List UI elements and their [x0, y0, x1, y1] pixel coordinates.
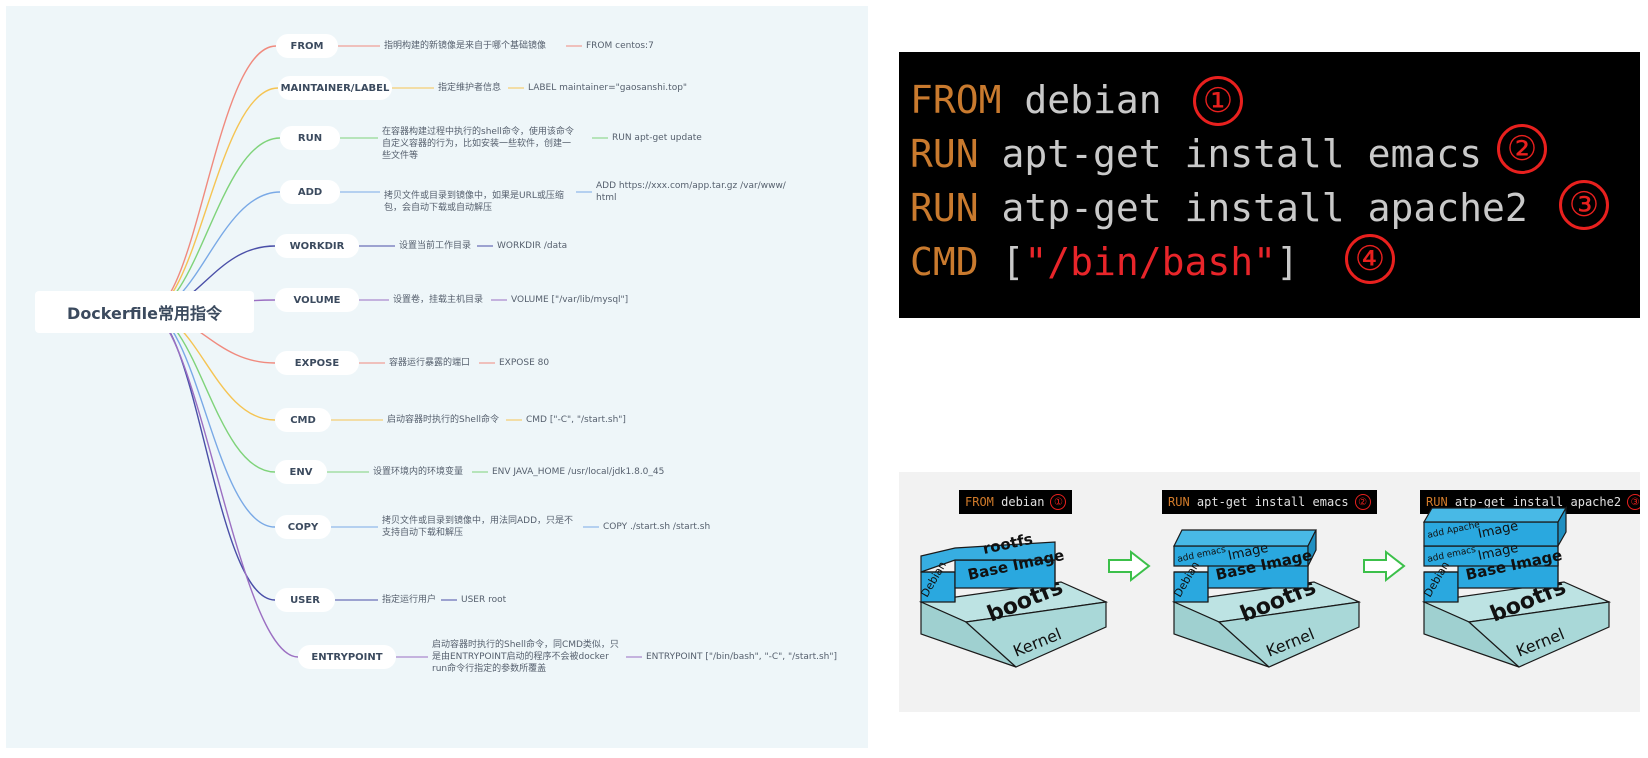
step-badge-3: ③	[1559, 180, 1609, 230]
branch-line	[147, 311, 276, 473]
mindmap-example: ADD https://xxx.com/app.tar.gz /var/www/…	[596, 181, 786, 203]
mindmap-example: COPY ./start.sh /start.sh	[603, 522, 711, 532]
mindmap-description: 设置环境内的环境变量	[373, 467, 464, 477]
mindmap-example: FROM centos:7	[586, 41, 654, 51]
mindmap-description: 指定运行用户	[382, 595, 437, 605]
code-string: "/bin/bash"	[1024, 240, 1277, 284]
step-badge-icon: ①	[1050, 494, 1067, 510]
arrow-right-icon	[1108, 549, 1151, 583]
mindmap-description: 指明构建的新镜像是来自于哪个基础镜像	[384, 41, 547, 51]
mindmap-node-maintainer-label: MAINTAINER/LABEL	[278, 76, 392, 100]
kernel-side	[1217, 601, 1360, 668]
kernel-side	[1467, 601, 1610, 668]
mindmap-node-expose: EXPOSE	[275, 351, 359, 375]
mindmap-description: 拷贝文件或目录到镜像中，如果是URL或压缩 包，会自动下载或自动解压	[384, 191, 564, 213]
code-keyword: FROM	[910, 78, 1002, 122]
dockerfile-code-panel: FROM debian ① RUN apt-get install emacs …	[899, 52, 1640, 318]
code-line-3: RUN atp-get install apache2	[910, 184, 1528, 232]
apache-layer-3-top	[1422, 507, 1568, 523]
code-line-4: CMD ["/bin/bash"]	[910, 238, 1299, 286]
mindmap-example: EXPOSE 80	[499, 358, 550, 368]
mindmap-example: RUN apt-get update	[612, 133, 702, 143]
mindmap-example: LABEL maintainer="gaosanshi.top"	[528, 83, 688, 93]
branch-line	[147, 45, 277, 313]
code-text: debian	[1001, 78, 1162, 122]
step-badge-2: ②	[1497, 124, 1547, 174]
mindmap-description: 启动容器时执行的Shell命令	[387, 415, 499, 425]
mindmap-example: VOLUME ["/var/lib/mysql"]	[511, 295, 629, 305]
mindmap-example: USER root	[461, 595, 507, 605]
mindmap-example: ENTRYPOINT ["/bin/bash", "-C", "/start.s…	[646, 652, 838, 662]
apache-layer-3-side	[1557, 505, 1567, 549]
rootfs-top-1	[920, 541, 1056, 573]
code-line-2: RUN apt-get install emacs	[910, 130, 1482, 178]
kernel-side	[964, 601, 1107, 668]
mindmap-node-env: ENV	[275, 460, 327, 484]
mindmap-description: 指定维护者信息	[438, 83, 502, 93]
mindmap-branches	[147, 45, 642, 658]
mindmap-node-copy: COPY	[275, 515, 331, 539]
code-text: ]	[1276, 240, 1299, 284]
mindmap-root: Dockerfile常用指令	[35, 291, 254, 333]
code-text: [	[978, 240, 1025, 284]
emacs-layer-2-side	[1307, 529, 1317, 567]
branch-line	[147, 311, 276, 528]
code-line-1: FROM debian	[910, 76, 1162, 124]
code-keyword: CMD	[910, 240, 979, 284]
mindmap-node-add: ADD	[280, 180, 340, 204]
mindmap-panel: Dockerfile常用指令 FROM 指明构建的新镜像是来自于哪个基础镜像 FRO…	[6, 6, 868, 748]
branch-line	[147, 137, 281, 313]
arrow-right-icon	[1363, 549, 1406, 583]
mindmap-node-entrypoint: ENTRYPOINT	[298, 645, 396, 669]
mindmap-node-cmd: CMD	[275, 408, 331, 432]
mindmap-description: 容器运行暴露的端口	[389, 358, 471, 368]
mindmap-description: 在容器构建过程中执行的shell命令，使用该命令 自定义容器的行为，比如安装一些…	[382, 127, 574, 161]
mindmap-example: CMD ["-C", "/start.sh"]	[526, 415, 626, 425]
mindmap-node-user: USER	[275, 588, 335, 612]
mindmap-description: 启动容器时执行的Shell命令，同CMD类似，只 是由ENTRYPOINT启动的…	[432, 640, 619, 674]
code-keyword: RUN	[910, 186, 979, 230]
mindmap-node-from: FROM	[276, 34, 338, 58]
step-badge-icon: ③	[1627, 494, 1640, 510]
step-badge-icon: ②	[1354, 494, 1371, 510]
emacs-layer-2-top	[1173, 529, 1317, 547]
mindmap-description: 设置卷，挂载主机目录	[393, 295, 484, 305]
code-text: apt-get install emacs	[978, 132, 1482, 176]
step-badge-1: ①	[1193, 76, 1243, 126]
code-keyword: RUN	[910, 132, 979, 176]
mindmap-node-run: RUN	[280, 126, 340, 150]
branch-line	[147, 87, 279, 313]
mindmap-node-workdir: WORKDIR	[275, 234, 359, 258]
step-badge-4: ④	[1345, 234, 1395, 284]
mindmap-example: WORKDIR /data	[497, 241, 568, 251]
mindmap-example: ENV JAVA_HOME /usr/local/jdk1.8.0_45	[492, 467, 665, 477]
code-text: atp-get install apache2	[978, 186, 1528, 230]
mindmap-node-volume: VOLUME	[275, 288, 359, 312]
mindmap-description: 设置当前工作目录	[399, 241, 472, 251]
mindmap-description: 拷贝文件或目录到镜像中，用法同ADD，只是不 支持自动下载和解压	[382, 516, 574, 538]
